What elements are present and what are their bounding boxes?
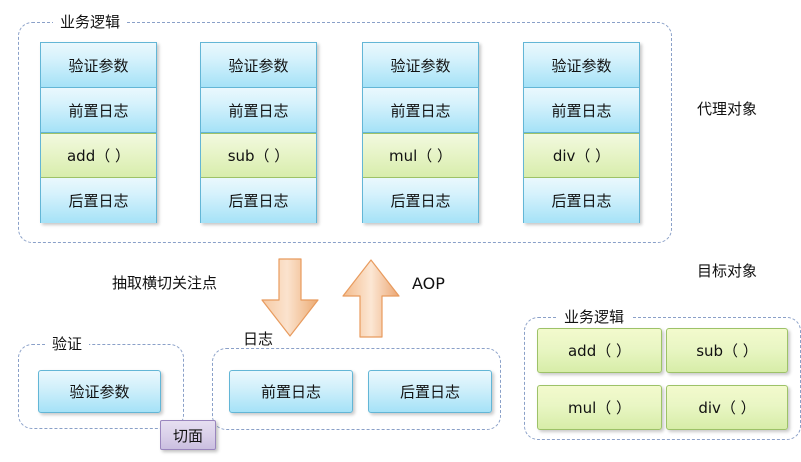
proxy-object-side-label: 代理对象: [697, 100, 758, 118]
cell-method-sub: sub（ ）: [201, 133, 316, 178]
cell-before-log: 前置日志: [201, 88, 316, 133]
cell-method-add: add（ ）: [41, 133, 156, 178]
validation-group-label: 验证: [45, 335, 90, 353]
proxy-method-column-div: 验证参数 前置日志 div（ ） 后置日志: [523, 42, 640, 223]
cell-validate-params: 验证参数: [363, 43, 478, 88]
box-method-add: add（ ）: [537, 328, 662, 373]
cell-method-mul: mul（ ）: [363, 133, 478, 178]
box-before-log: 前置日志: [229, 370, 353, 413]
up-arrow-icon: [340, 258, 402, 340]
proxy-method-column-sub: 验证参数 前置日志 sub（ ） 后置日志: [200, 42, 317, 223]
cell-validate-params: 验证参数: [201, 43, 316, 88]
proxy-method-column-mul: 验证参数 前置日志 mul（ ） 后置日志: [362, 42, 479, 223]
proxy-business-logic-label: 业务逻辑: [53, 13, 128, 31]
cell-validate-params: 验证参数: [524, 43, 639, 88]
target-business-logic-label: 业务逻辑: [557, 308, 632, 326]
aspect-badge: 切面: [160, 420, 216, 450]
box-method-div: div（ ）: [666, 385, 788, 430]
box-after-log: 后置日志: [368, 370, 492, 413]
cell-after-log: 后置日志: [201, 178, 316, 223]
validation-aspect-container: [18, 344, 184, 429]
down-arrow-icon: [259, 258, 321, 340]
extract-crosscutting-label: 抽取横切关注点: [112, 274, 218, 292]
proxy-method-column-add: 验证参数 前置日志 add（ ） 后置日志: [40, 42, 157, 223]
logging-group-label: 日志: [236, 330, 281, 348]
target-object-side-label: 目标对象: [697, 262, 758, 280]
cell-after-log: 后置日志: [363, 178, 478, 223]
logging-aspect-container: [212, 348, 501, 430]
aop-label: AOP: [412, 274, 445, 293]
cell-after-log: 后置日志: [41, 178, 156, 223]
cell-before-log: 前置日志: [363, 88, 478, 133]
box-method-sub: sub（ ）: [666, 328, 788, 373]
cell-before-log: 前置日志: [524, 88, 639, 133]
cell-method-div: div（ ）: [524, 133, 639, 178]
cell-validate-params: 验证参数: [41, 43, 156, 88]
cell-before-log: 前置日志: [41, 88, 156, 133]
box-validate-params: 验证参数: [38, 370, 161, 413]
proxy-object-container: [18, 22, 672, 243]
cell-after-log: 后置日志: [524, 178, 639, 223]
box-method-mul: mul（ ）: [537, 385, 662, 430]
